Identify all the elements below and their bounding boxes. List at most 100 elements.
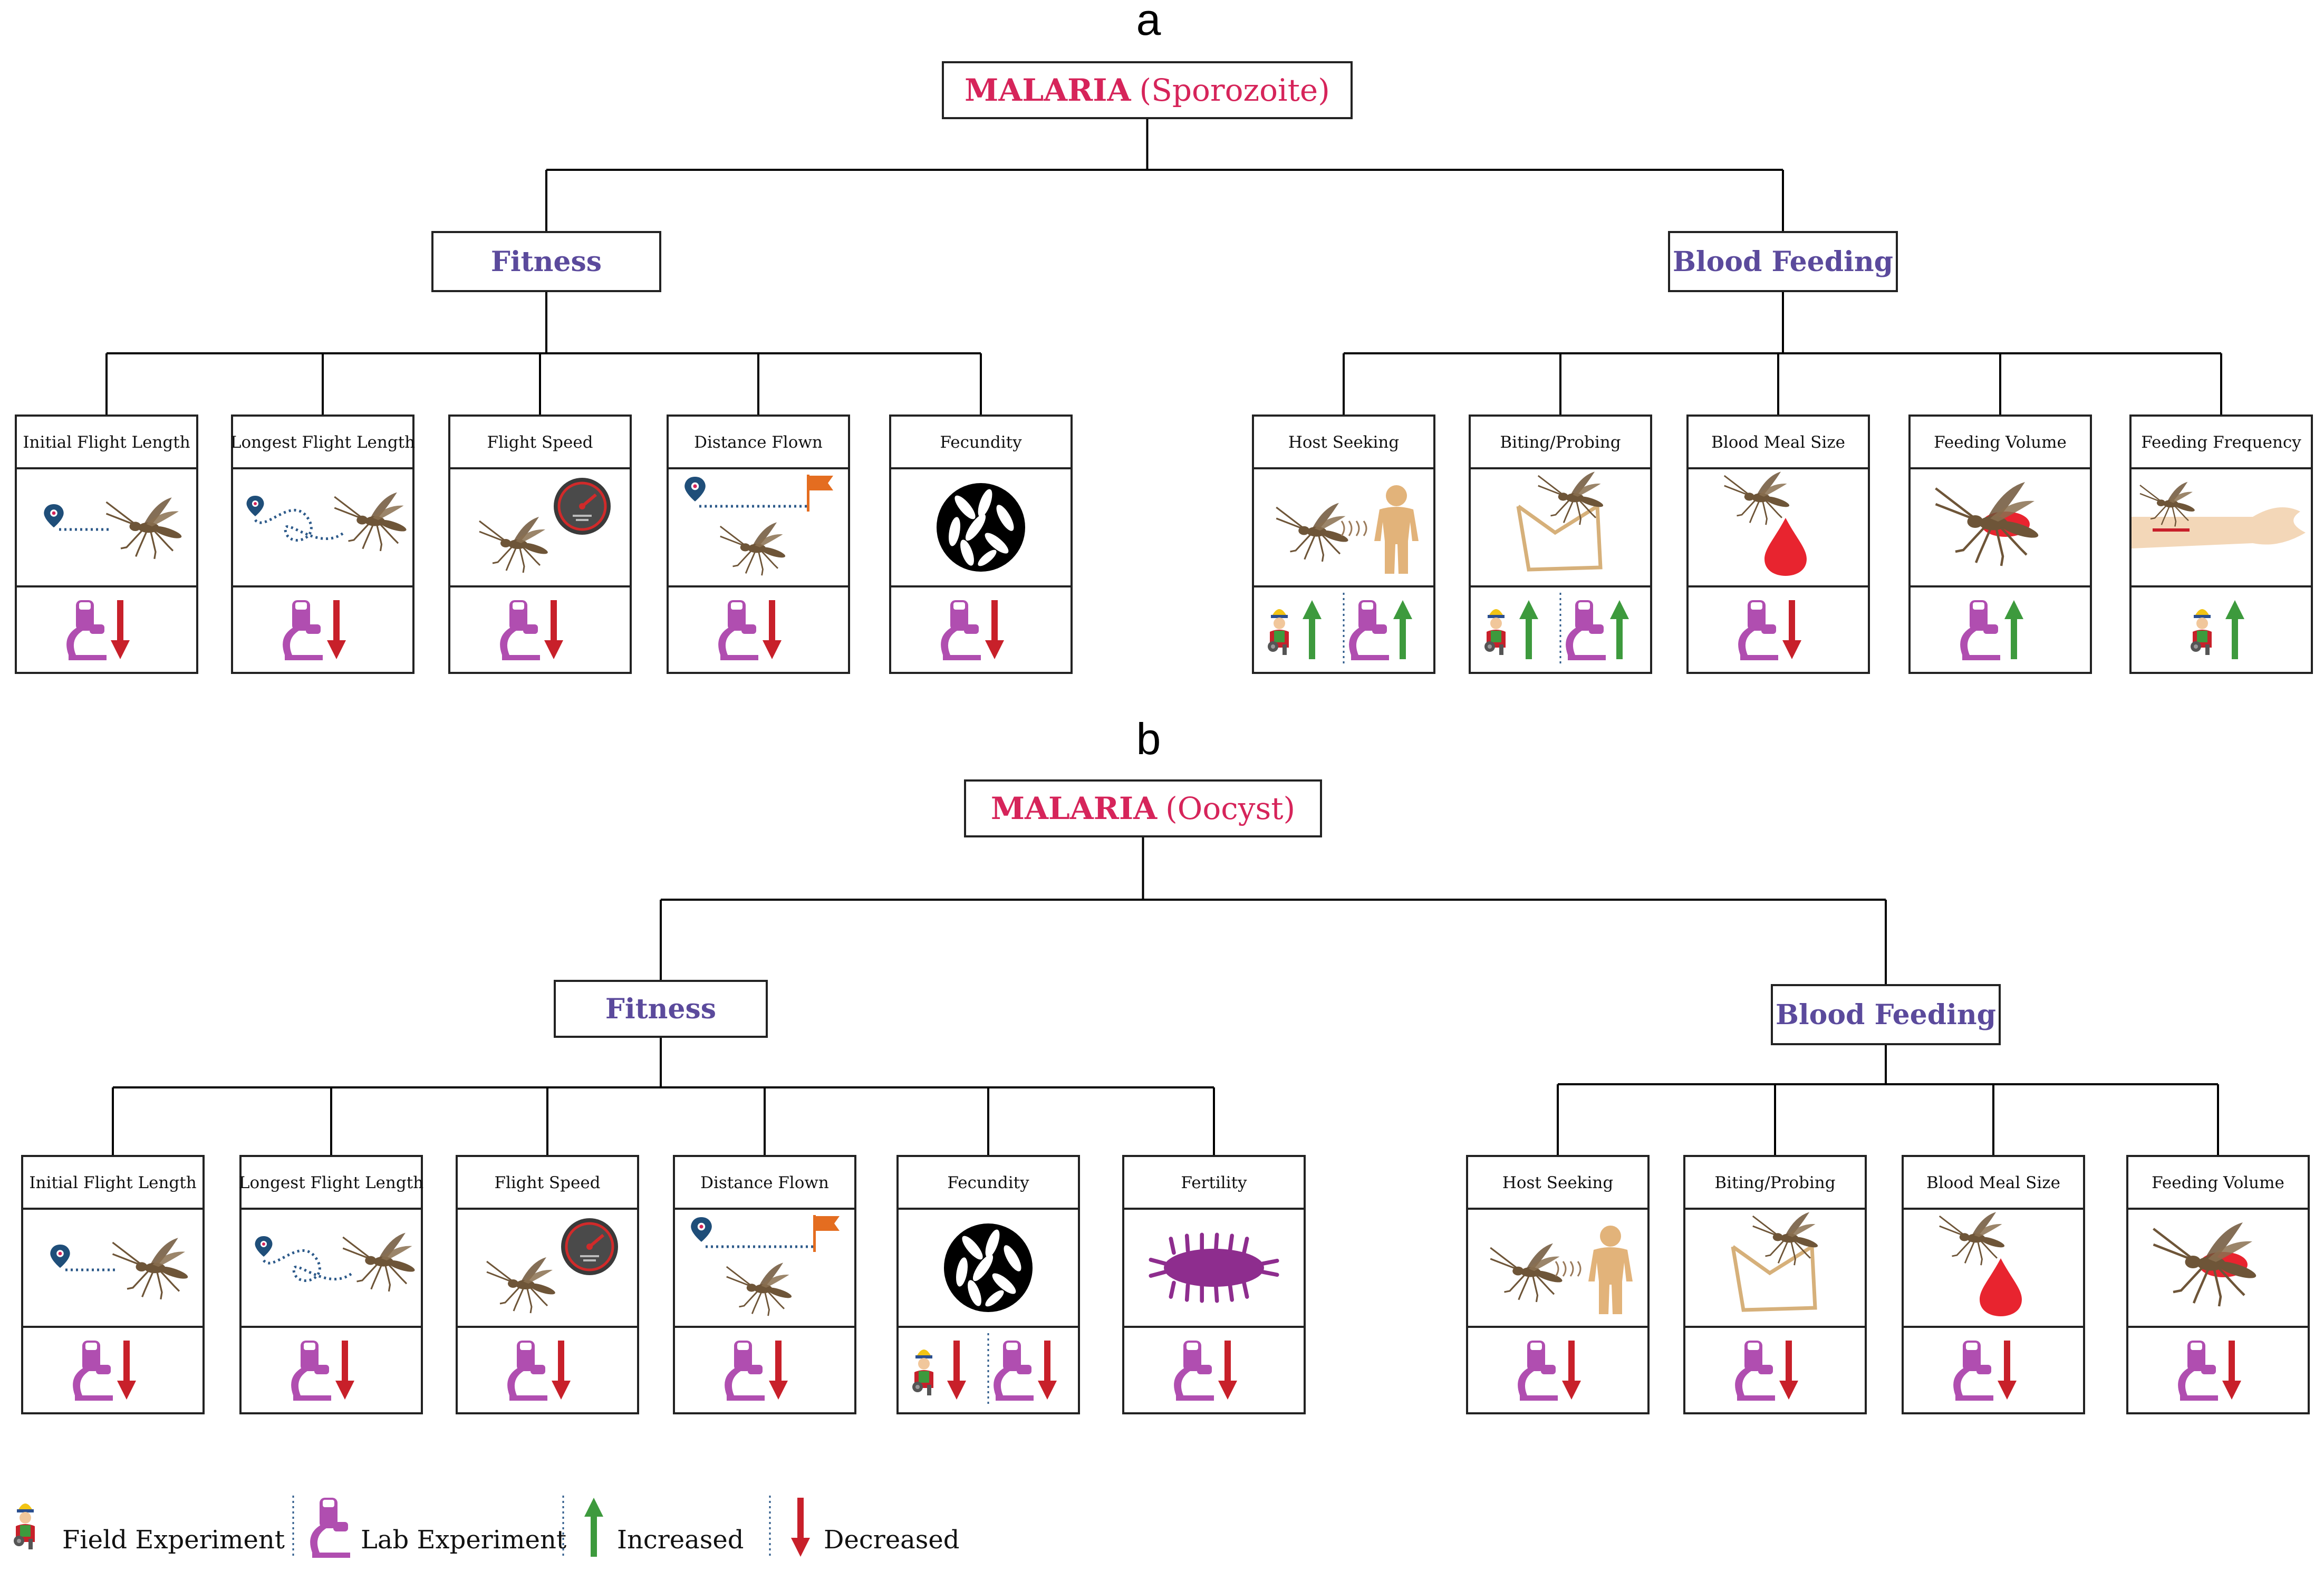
category-box (1668, 231, 1898, 292)
trait-name: Fertility (1181, 1173, 1247, 1192)
decreased-arrow-icon (791, 1498, 810, 1557)
mosquito-short-path-icon (44, 496, 184, 560)
egg-cluster-icon (937, 483, 1025, 572)
root-title: MALARIA(Sporozoite) (965, 72, 1330, 108)
trait-title-box (667, 415, 850, 469)
trait-name: Biting/Probing (1500, 433, 1621, 452)
trait-name: Distance Flown (694, 433, 823, 452)
trait-title-box (1908, 415, 2092, 469)
trait-card: Fecundity (889, 415, 1073, 674)
eggs-icon (944, 1223, 1033, 1312)
trait-title-box (1469, 415, 1652, 469)
eggs-icon (937, 483, 1025, 572)
trait-effect-box (889, 585, 1073, 674)
mosquito-human-icon (1275, 485, 1419, 574)
trait-illustration-box (456, 1208, 639, 1328)
trait-name: Blood Meal Size (1711, 433, 1845, 452)
parasite-stage: (Oocyst) (1165, 791, 1295, 826)
trait-card: Blood Meal Size (1902, 1155, 2085, 1414)
root-title: MALARIA(Oocyst) (991, 791, 1295, 826)
trait-card: Distance Flown (673, 1155, 856, 1414)
trait-title-box (1252, 415, 1435, 469)
trait-effect-box (231, 585, 414, 674)
trait-illustration-box (15, 467, 198, 587)
trait-effect-box (21, 1326, 205, 1414)
legend-item: Increased (562, 1496, 744, 1559)
trait-illustration-box (239, 1208, 423, 1328)
mosquito-loop-path-icon (246, 491, 409, 552)
legend-item: Lab Experiment (292, 1496, 566, 1559)
parasite-stage: (Sporozoite) (1139, 72, 1329, 108)
trait-effect-box (1686, 585, 1870, 674)
increased-arrow-icon (584, 1498, 603, 1557)
trait-illustration-box (231, 467, 414, 587)
trait-card: Flight Speed (448, 415, 632, 674)
trait-card: Longest Flight Length (239, 1155, 423, 1414)
trait-name: Flight Speed (487, 433, 593, 452)
trait-card: Feeding Volume (2126, 1155, 2310, 1414)
trait-name: Longest Flight Length (230, 433, 415, 452)
trait-effect-box (1122, 1326, 1306, 1414)
trait-effect-box (673, 1326, 856, 1414)
mosquito-short-path-icon (50, 1237, 190, 1300)
root-box (942, 61, 1353, 119)
legend-item: Decreased (769, 1496, 960, 1559)
probing-icon (1516, 470, 1605, 572)
trait-title-box (448, 415, 632, 469)
flag-distance-icon (691, 1215, 840, 1317)
panel-letter: b (1136, 714, 1161, 764)
trait-title-box (1683, 1155, 1867, 1210)
trait-illustration-box (21, 1208, 205, 1328)
trait-title-box (456, 1155, 639, 1210)
speedometer-gauge-icon (561, 1218, 618, 1275)
category-title: Blood Feeding (1673, 246, 1893, 278)
lab-experiment-icon (310, 1498, 350, 1558)
egg-cluster-icon (944, 1223, 1033, 1312)
trait-effect-box (1683, 1326, 1867, 1414)
trait-title-box (1122, 1155, 1306, 1210)
trait-title-box (1902, 1155, 2085, 1210)
trait-effect-box (456, 1326, 639, 1414)
trait-name: Blood Meal Size (1926, 1173, 2060, 1192)
trait-card: Feeding Volume (1908, 415, 2092, 674)
engorged-mosquito-icon (1936, 482, 2040, 566)
trait-card: Host Seeking (1466, 1155, 1650, 1414)
trait-illustration-box (448, 467, 632, 587)
category-box (554, 980, 768, 1038)
trait-effect-box (1902, 1326, 2085, 1414)
category-title: Blood Feeding (1776, 999, 1996, 1031)
arm-bite-icon (2132, 481, 2306, 548)
trait-name: Distance Flown (700, 1173, 829, 1192)
speedometer-gauge-icon (554, 478, 611, 535)
legend-label: Increased (617, 1525, 744, 1555)
trait-name: Flight Speed (494, 1173, 600, 1192)
trait-effect-box (448, 585, 632, 674)
trait-name: Fecundity (940, 433, 1022, 452)
trait-name: Fecundity (947, 1173, 1029, 1192)
trait-title-box (889, 415, 1073, 469)
trait-name: Host Seeking (1288, 433, 1399, 452)
trait-title-box (231, 415, 414, 469)
tree-connectors (105, 118, 2222, 1156)
trait-card: Biting/Probing (1469, 415, 1652, 674)
trait-name: Feeding Volume (1934, 433, 2067, 452)
mosquito-human-icon (1489, 1226, 1633, 1314)
trait-effect-box (2126, 1326, 2310, 1414)
probing-icon (1731, 1211, 1820, 1312)
trait-effect-box (1908, 585, 2092, 674)
trait-title-box (15, 415, 198, 469)
disease-name: MALARIA (965, 72, 1131, 108)
trait-name: Host Seeking (1502, 1173, 1613, 1192)
trait-card: Fertility (1122, 1155, 1306, 1414)
legend-label: Lab Experiment (361, 1525, 566, 1555)
legend-label: Field Experiment (62, 1525, 285, 1555)
flag-distance-icon (684, 475, 833, 576)
trait-card: Blood Meal Size (1686, 415, 1870, 674)
trait-title-box (21, 1155, 205, 1210)
category-box (431, 231, 661, 292)
trait-title-box (2126, 1155, 2310, 1210)
trait-card: Flight Speed (456, 1155, 639, 1414)
